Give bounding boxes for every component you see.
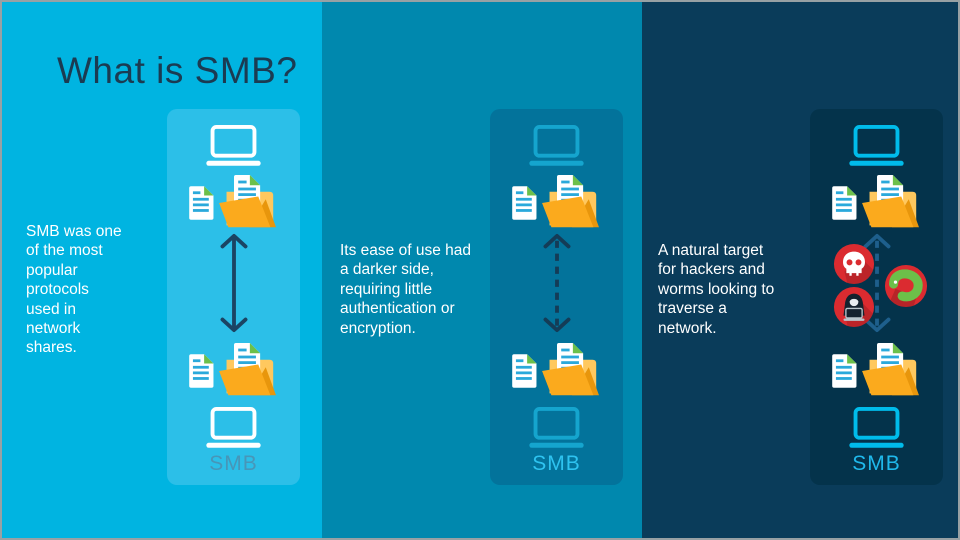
panel-smb-threats: A natural target for hackers and worms l…: [642, 2, 958, 538]
skull-icon: [833, 243, 875, 285]
transfer-arrow: [167, 231, 300, 335]
shared-folder-documents-icon: [512, 343, 602, 399]
shared-folder-documents-icon: [832, 343, 922, 399]
smb-card-label: SMB: [852, 452, 901, 475]
smb-transfer-card-solid: SMB: [167, 109, 300, 485]
weakness-text: Its ease of use had a darker side, requi…: [340, 242, 471, 337]
smb-transfer-card-threats: SMB: [810, 109, 943, 485]
smb-card-label: SMB: [532, 452, 581, 475]
laptop-icon: [847, 125, 906, 167]
laptop-icon: [527, 125, 586, 167]
laptop-icon: [204, 125, 263, 167]
panel-smb-popularity: What is SMB? SMB was one of the most pop…: [2, 2, 322, 538]
solid-double-arrow-icon: [217, 233, 251, 333]
shared-folder-documents-icon: [832, 175, 922, 231]
shared-folder-documents-icon: [512, 175, 602, 231]
laptop-icon: [204, 407, 263, 449]
laptop-icon: [527, 407, 586, 449]
panel-smb-weakness: Its ease of use had a darker side, requi…: [322, 2, 642, 538]
laptop-icon: [847, 407, 906, 449]
hacker-icon: [833, 286, 875, 328]
threats-text: A natural target for hackers and worms l…: [658, 242, 775, 337]
smb-card-label: SMB: [209, 452, 258, 475]
smb-transfer-card-dashed: SMB: [490, 109, 623, 485]
page-title: What is SMB?: [57, 50, 298, 91]
popularity-text: SMB was one of the most popular protocol…: [26, 223, 122, 357]
dashed-double-arrow-icon: [540, 233, 574, 333]
shared-folder-documents-icon: [189, 343, 279, 399]
shared-folder-documents-icon: [189, 175, 279, 231]
transfer-arrow: [490, 231, 623, 335]
worm-icon: [884, 264, 928, 308]
